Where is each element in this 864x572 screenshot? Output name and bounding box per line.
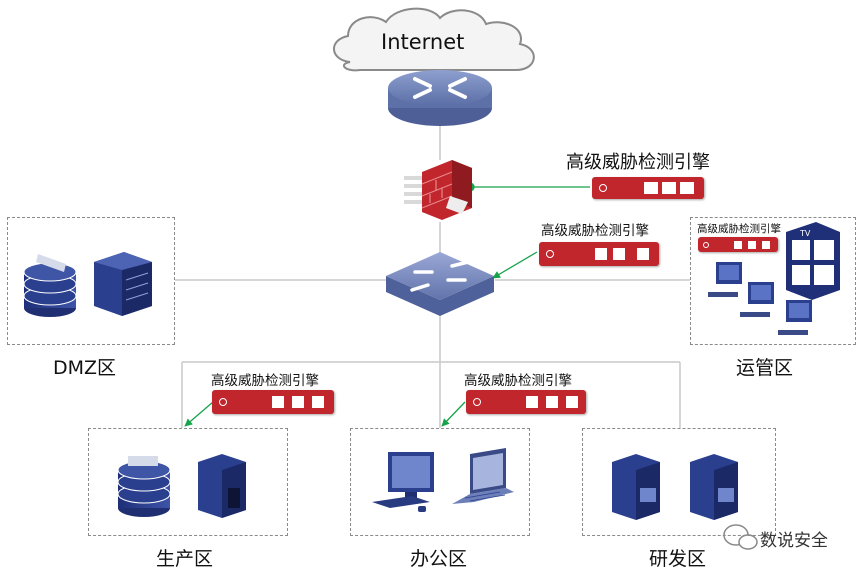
storage-icon — [23, 254, 77, 317]
backbone-links — [175, 120, 690, 428]
server-icon — [690, 454, 738, 520]
engine-device-production — [212, 390, 334, 414]
ops-zone — [690, 217, 856, 345]
office-zone — [350, 428, 530, 536]
engine-label-switch: 高级威胁检测引擎 — [541, 223, 649, 239]
cloud-icon — [333, 7, 535, 72]
engine-label-production: 高级威胁检测引擎 — [211, 373, 319, 389]
dmz-label: DMZ区 — [53, 357, 117, 379]
dmz-zone — [7, 217, 175, 345]
video-wall-icon: TV — [786, 222, 840, 300]
engine-label-office: 高级威胁检测引擎 — [464, 373, 572, 389]
engine-device-switch — [539, 242, 659, 266]
production-label: 生产区 — [156, 548, 214, 570]
rnd-label: 研发区 — [649, 548, 707, 570]
engine-label-top: 高级威胁检测引擎 — [566, 152, 710, 173]
server-icon — [612, 454, 660, 520]
switch-icon — [386, 252, 494, 316]
office-label: 办公区 — [410, 548, 468, 570]
internet-label: Internet — [381, 30, 465, 54]
firewall-icon — [404, 160, 472, 220]
server-icon — [94, 252, 152, 316]
production-zone — [88, 428, 288, 536]
svg-text:TV: TV — [799, 229, 811, 238]
engine-device-ops — [698, 237, 778, 252]
desktop-icon — [372, 452, 434, 512]
router-icon — [388, 70, 492, 126]
engine-label-ops: 高级威胁检测引擎 — [697, 223, 781, 235]
ops-label: 运管区 — [736, 357, 794, 379]
rnd-zone — [582, 428, 776, 536]
engine-device-office — [466, 390, 586, 414]
server-icon — [198, 454, 246, 518]
desktop-icon — [708, 262, 812, 335]
storage-icon — [117, 456, 171, 517]
laptop-icon — [452, 448, 514, 504]
watermark-label: 数说安全 — [760, 531, 828, 551]
engine-device-top — [592, 177, 704, 199]
